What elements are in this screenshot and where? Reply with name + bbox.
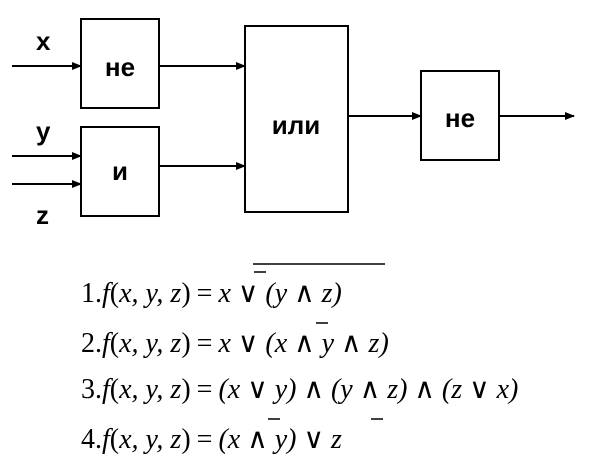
formula-equals: = xyxy=(197,424,213,455)
formula-equals: = xyxy=(197,328,213,359)
formula-2: 2.f(x, y, z)=x ∨ (x ∧ y ∧ z) xyxy=(81,322,389,359)
svg-text:2.f(x, y, z)=x ∨ (x ∧ y ∧ z): 2.f(x, y, z)=x ∨ (x ∧ y ∧ z) xyxy=(81,328,389,359)
svg-text:4.f(x, y, z)=(x ∧ y) ∨ z: 4.f(x, y, z)=(x ∧ y) ∨ z xyxy=(81,424,342,455)
formula-rhs: x ∨ (y ∧ z) xyxy=(217,278,341,309)
formula-args: x, y, z xyxy=(118,424,181,455)
svg-text:3.f(x, y, z)=(x ∨ y) ∧ (y ∧ z): 3.f(x, y, z)=(x ∨ y) ∧ (y ∧ z) ∧ (z ∨ x) xyxy=(81,374,518,405)
input-label-z: z xyxy=(36,200,49,230)
input-label-x: x xyxy=(36,26,51,56)
formula-paren-open: ( xyxy=(110,424,119,455)
svg-text:1.f(x, y, z)=x ∨ (y ∧ z): 1.f(x, y, z)=x ∨ (y ∧ z) xyxy=(81,278,342,309)
formula-paren-open: ( xyxy=(110,374,119,405)
formula-index: 3. xyxy=(81,374,102,405)
formula-paren-open: ( xyxy=(110,328,119,359)
formula-paren-close: ) xyxy=(181,424,190,455)
formula-paren-close: ) xyxy=(181,328,190,359)
gate-and xyxy=(80,126,160,217)
formula-equals: = xyxy=(197,374,213,405)
formula-paren-open: ( xyxy=(110,278,119,309)
formula-index: 1. xyxy=(81,278,102,309)
gate-or xyxy=(244,25,349,213)
formula-args: x, y, z xyxy=(118,374,181,405)
formula-rhs: x ∨ (x ∧ y ∧ z) xyxy=(217,328,388,359)
gate-not-out xyxy=(420,70,500,161)
formula-f: f xyxy=(102,424,113,455)
gate-not-top xyxy=(80,18,160,109)
formula-index: 4. xyxy=(81,424,102,455)
gate-not-top-label: не xyxy=(105,52,135,82)
formula-4: 4.f(x, y, z)=(x ∧ y) ∨ z xyxy=(81,418,383,455)
formula-paren-close: ) xyxy=(181,374,190,405)
input-label-y: y xyxy=(36,116,51,146)
formula-index: 2. xyxy=(81,328,102,359)
formula-args: x, y, z xyxy=(118,278,181,309)
formula-f: f xyxy=(102,328,113,359)
formula-rhs: (x ∧ y) ∨ z xyxy=(218,424,341,455)
formula-f: f xyxy=(102,374,113,405)
formula-f: f xyxy=(102,278,113,309)
formula-3: 3.f(x, y, z)=(x ∨ y) ∧ (y ∧ z) ∧ (z ∨ x) xyxy=(81,374,518,405)
formula-args: x, y, z xyxy=(118,328,181,359)
gate-not-out-label: не xyxy=(445,103,475,133)
formula-equals: = xyxy=(197,278,213,309)
gate-and-label: и xyxy=(112,156,128,186)
formula-paren-close: ) xyxy=(181,278,190,309)
formula-rhs: (x ∨ y) ∧ (y ∧ z) ∧ (z ∨ x) xyxy=(218,374,518,405)
formula-1: 1.f(x, y, z)=x ∨ (y ∧ z) xyxy=(81,263,385,309)
gate-or-label: или xyxy=(272,110,320,140)
